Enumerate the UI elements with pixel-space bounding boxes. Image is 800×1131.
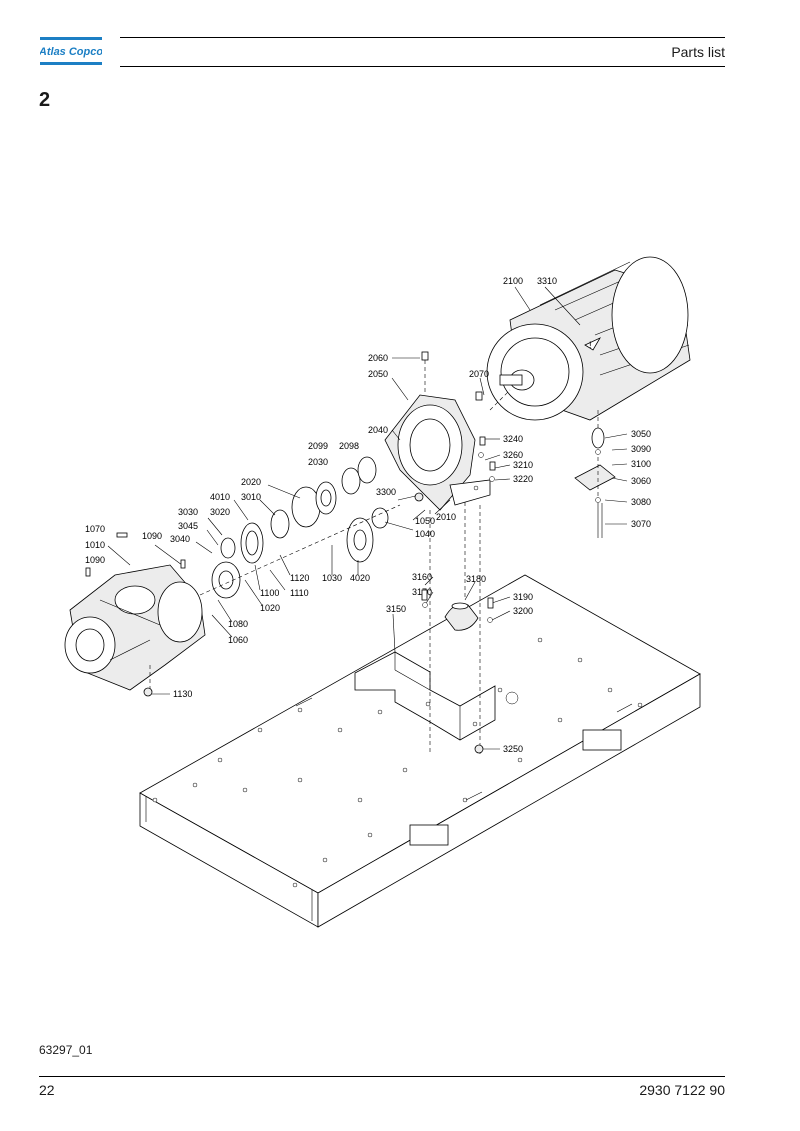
callout-label: 1040 xyxy=(415,529,435,539)
header-rule-top xyxy=(120,37,725,38)
callout-label: 3100 xyxy=(631,459,651,469)
callout-label: 3200 xyxy=(513,606,533,616)
callout-label: 1060 xyxy=(228,635,248,645)
callout-label: 3210 xyxy=(513,460,533,470)
callout-label: 3010 xyxy=(241,492,261,502)
callout-label: 4020 xyxy=(350,573,370,583)
callout-label: 1010 xyxy=(85,540,105,550)
callout-label: 3070 xyxy=(631,519,651,529)
callout-label: 1090 xyxy=(142,531,162,541)
drive-components xyxy=(211,427,616,599)
callout-label: 2020 xyxy=(241,477,261,487)
callout-label: 3300 xyxy=(376,487,396,497)
callout-label: 3220 xyxy=(513,474,533,484)
callout-label: 3040 xyxy=(170,534,190,544)
page-title: Parts list xyxy=(671,44,725,60)
footer-rule xyxy=(39,1076,725,1077)
callout-label: 3080 xyxy=(631,497,651,507)
gear-housing xyxy=(384,394,491,511)
callout-label: 1030 xyxy=(322,573,342,583)
callout-label: 3150 xyxy=(386,604,406,614)
atlas-copco-logo: Atlas Copco xyxy=(40,37,102,65)
section-number: 2 xyxy=(39,89,51,111)
callout-label: 2040 xyxy=(368,425,388,435)
fasteners xyxy=(85,351,601,754)
callout-label: 3160 xyxy=(412,572,432,582)
callout-label: 3030 xyxy=(178,507,198,517)
callout-label: 3240 xyxy=(503,434,523,444)
callout-label: 3050 xyxy=(631,429,651,439)
callout-label: 1080 xyxy=(228,619,248,629)
callout-label: 1100 xyxy=(260,588,279,598)
callout-label: 1120 xyxy=(290,573,309,583)
leader-lines xyxy=(107,286,628,750)
callout-label: 2010 xyxy=(436,512,456,522)
callout-label: 2100 xyxy=(503,276,523,286)
header-rule-bottom xyxy=(120,66,725,67)
callout-label: 1070 xyxy=(85,524,105,534)
figure-code: 63297_01 xyxy=(39,1043,93,1057)
base-frame xyxy=(139,574,701,928)
callout-label: 2098 xyxy=(339,441,359,451)
callout-label: 3090 xyxy=(631,444,651,454)
callout-label: 3260 xyxy=(503,450,523,460)
callout-label: 2099 xyxy=(308,441,328,451)
svg-text:Atlas Copco: Atlas Copco xyxy=(40,46,102,58)
assembly-lines xyxy=(149,360,599,755)
callout-label: 2050 xyxy=(368,369,388,379)
callout-label: 3180 xyxy=(466,574,486,584)
callout-label: 3060 xyxy=(631,476,651,486)
page-number: 22 xyxy=(39,1082,55,1098)
callout-label: 2030 xyxy=(308,457,328,467)
callout-label: 3045 xyxy=(178,521,198,531)
callout-label: 2060 xyxy=(368,353,388,363)
document-number: 2930 7122 90 xyxy=(639,1082,725,1098)
callout-label: 1090 xyxy=(85,555,105,565)
electric-motor: ! xyxy=(486,256,691,421)
callout-label: 1130 xyxy=(173,689,192,699)
callout-label: 3190 xyxy=(513,592,533,602)
callout-label: 4010 xyxy=(210,492,230,502)
callout-label: 1110 xyxy=(290,588,309,598)
svg-text:!: ! xyxy=(589,340,592,350)
vibration-damper xyxy=(444,602,479,631)
callout-label: 2070 xyxy=(469,369,489,379)
callout-label: 1050 xyxy=(415,516,435,526)
callout-label: 3020 xyxy=(210,507,230,517)
callout-label: 3250 xyxy=(503,744,523,754)
callout-label: 3310 xyxy=(537,276,557,286)
callout-label: 1020 xyxy=(260,603,280,613)
compressor-element xyxy=(64,564,206,691)
callout-labels: 2100 3310 2060 2050 2070 2040 3240 3260 … xyxy=(85,276,651,754)
